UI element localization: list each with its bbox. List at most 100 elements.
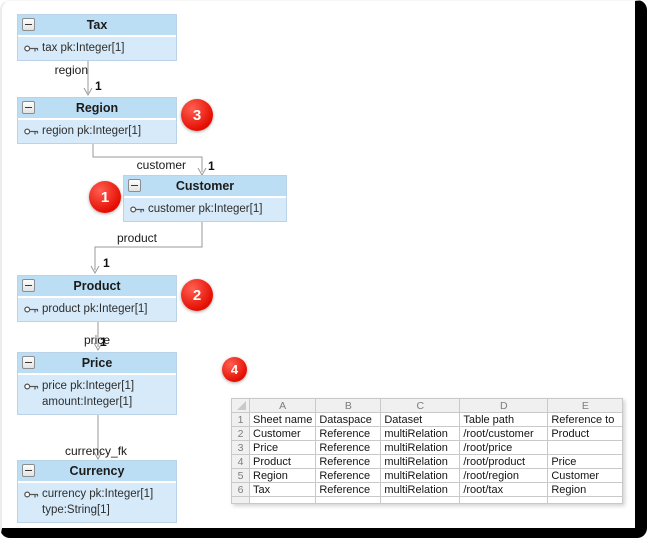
cell[interactable]: /root/region bbox=[459, 468, 549, 483]
cell[interactable]: Reference bbox=[315, 454, 382, 469]
sheet-row-partial bbox=[231, 496, 624, 504]
attribute-text: amount:Integer[1] bbox=[42, 396, 133, 408]
row-number[interactable] bbox=[231, 496, 250, 504]
sheet-row: 3 Price Reference multiRelation /root/pr… bbox=[231, 440, 624, 455]
entity-currency: Currency currency pk:Integer[1] type:Str… bbox=[17, 460, 177, 523]
row-number[interactable]: 3 bbox=[231, 440, 250, 455]
row-number[interactable]: 1 bbox=[231, 412, 250, 427]
entity-title: Product bbox=[73, 279, 121, 293]
cell[interactable]: Sheet name bbox=[248, 412, 317, 427]
cell[interactable]: /root/product bbox=[459, 454, 549, 469]
cell[interactable]: Product bbox=[248, 454, 317, 469]
collapse-icon[interactable] bbox=[22, 279, 35, 292]
minus-icon bbox=[25, 285, 32, 286]
callout-badge-3: 3 bbox=[181, 99, 213, 131]
entity-title: Tax bbox=[86, 18, 108, 32]
attribute-text: customer pk:Integer[1] bbox=[148, 203, 263, 215]
cell[interactable]: Customer bbox=[547, 468, 624, 483]
attribute-row[interactable]: product pk:Integer[1] bbox=[18, 301, 176, 317]
collapse-icon[interactable] bbox=[22, 464, 35, 477]
arrowhead-currency bbox=[93, 451, 103, 461]
key-icon bbox=[24, 383, 39, 390]
collapse-icon[interactable] bbox=[22, 356, 35, 369]
column-header-e[interactable]: E bbox=[547, 398, 624, 413]
cell[interactable] bbox=[380, 496, 461, 504]
cell[interactable]: multiRelation bbox=[380, 426, 461, 441]
attribute-row[interactable]: customer pk:Integer[1] bbox=[124, 201, 286, 217]
sheet-column-header-row: A B C D E bbox=[231, 398, 624, 413]
cell[interactable] bbox=[547, 440, 624, 455]
row-number[interactable]: 2 bbox=[231, 426, 250, 441]
cell[interactable]: Dataset bbox=[380, 412, 461, 427]
cell[interactable]: Region bbox=[547, 482, 624, 497]
attribute-text: tax pk:Integer[1] bbox=[42, 42, 125, 54]
entity-tax-header[interactable]: Tax bbox=[18, 15, 176, 37]
arrowhead-region bbox=[83, 87, 93, 97]
minus-icon bbox=[25, 470, 32, 471]
entity-currency-body: currency pk:Integer[1] type:String[1] bbox=[18, 483, 176, 522]
cell[interactable]: Region bbox=[248, 468, 317, 483]
cell[interactable]: Reference bbox=[315, 440, 382, 455]
entity-price: Price price pk:Integer[1] amount:Integer… bbox=[17, 352, 177, 415]
cell[interactable]: Price bbox=[248, 440, 317, 455]
attribute-text: product pk:Integer[1] bbox=[42, 303, 148, 315]
cell[interactable]: Product bbox=[547, 426, 624, 441]
collapse-icon[interactable] bbox=[22, 101, 35, 114]
entity-product-body: product pk:Integer[1] bbox=[18, 298, 176, 321]
cell[interactable] bbox=[547, 496, 624, 504]
entity-currency-header[interactable]: Currency bbox=[18, 461, 176, 483]
cell[interactable]: /root/price bbox=[459, 440, 549, 455]
cell[interactable] bbox=[459, 496, 549, 504]
collapse-icon[interactable] bbox=[128, 179, 141, 192]
entity-customer: Customer customer pk:Integer[1] bbox=[123, 175, 287, 222]
column-header-c[interactable]: C bbox=[380, 398, 461, 413]
cell[interactable]: /root/customer bbox=[459, 426, 549, 441]
row-number[interactable]: 4 bbox=[231, 454, 250, 469]
entity-tax-body: tax pk:Integer[1] bbox=[18, 37, 176, 60]
attribute-text: currency pk:Integer[1] bbox=[42, 488, 154, 500]
entity-product-header[interactable]: Product bbox=[18, 276, 176, 298]
column-header-b[interactable]: B bbox=[315, 398, 382, 413]
attribute-row[interactable]: amount:Integer[1] bbox=[18, 394, 176, 410]
connector-customer-product bbox=[94, 217, 203, 270]
cell[interactable]: Reference bbox=[315, 426, 382, 441]
cell[interactable]: Price bbox=[547, 454, 624, 469]
sheet-row: 4 Product Reference multiRelation /root/… bbox=[231, 454, 624, 469]
entity-region-header[interactable]: Region bbox=[18, 98, 176, 120]
entity-price-body: price pk:Integer[1] amount:Integer[1] bbox=[18, 375, 176, 414]
cell[interactable]: multiRelation bbox=[380, 440, 461, 455]
cell[interactable]: multiRelation bbox=[380, 454, 461, 469]
attribute-row[interactable]: region pk:Integer[1] bbox=[18, 123, 176, 139]
attribute-row[interactable]: price pk:Integer[1] bbox=[18, 378, 176, 394]
cell[interactable]: Reference bbox=[315, 482, 382, 497]
select-all-corner[interactable] bbox=[231, 398, 250, 413]
arrowhead-product bbox=[90, 265, 100, 275]
collapse-icon[interactable] bbox=[22, 18, 35, 31]
cell[interactable]: Reference bbox=[315, 468, 382, 483]
column-header-d[interactable]: D bbox=[459, 398, 549, 413]
entity-customer-header[interactable]: Customer bbox=[124, 176, 286, 198]
cell[interactable]: /root/tax bbox=[459, 482, 549, 497]
row-number[interactable]: 5 bbox=[231, 468, 250, 483]
entity-price-header[interactable]: Price bbox=[18, 353, 176, 375]
cell[interactable]: Table path bbox=[459, 412, 549, 427]
key-icon bbox=[24, 306, 39, 313]
attribute-row[interactable]: type:String[1] bbox=[18, 502, 176, 518]
row-number[interactable]: 6 bbox=[231, 482, 250, 497]
cell[interactable]: multiRelation bbox=[380, 482, 461, 497]
minus-icon bbox=[25, 362, 32, 363]
callout-badge-2: 2 bbox=[181, 279, 213, 311]
attribute-row[interactable]: currency pk:Integer[1] bbox=[18, 486, 176, 502]
minus-icon bbox=[25, 24, 32, 25]
cell[interactable] bbox=[248, 496, 317, 504]
column-header-a[interactable]: A bbox=[248, 398, 317, 413]
cell[interactable]: Dataspace bbox=[315, 412, 382, 427]
spreadsheet: A B C D E 1 Sheet name Dataspace Dataset… bbox=[231, 398, 624, 504]
arrowhead-price bbox=[93, 342, 103, 352]
cell[interactable] bbox=[315, 496, 382, 504]
attribute-row[interactable]: tax pk:Integer[1] bbox=[18, 40, 176, 56]
cell[interactable]: Customer bbox=[248, 426, 317, 441]
cell[interactable]: multiRelation bbox=[380, 468, 461, 483]
cell[interactable]: Tax bbox=[248, 482, 317, 497]
cell[interactable]: Reference to bbox=[547, 412, 624, 427]
